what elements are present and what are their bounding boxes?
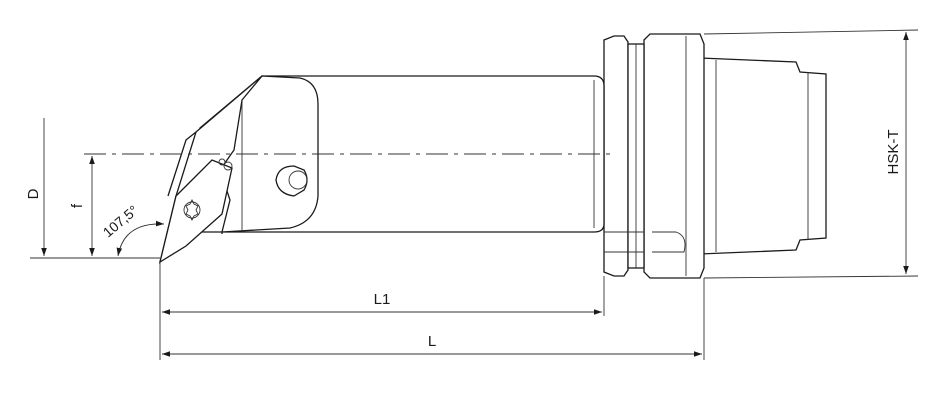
dim-f-label: f (69, 203, 86, 208)
cutting-insert (158, 158, 233, 264)
extension-lines (30, 29, 919, 360)
angle-label: 107,5° (100, 202, 141, 240)
hsk-taper (699, 57, 827, 255)
tool-shank (191, 75, 605, 234)
hsk-flange (643, 33, 705, 279)
dim-l1-label: L1 (374, 291, 391, 308)
dim-hsk-label: HSK-T (885, 130, 902, 175)
angle-arc (116, 220, 165, 257)
dim-l-label: L (428, 333, 436, 350)
dim-d-label: D (25, 188, 42, 199)
groove-rings (603, 35, 645, 277)
